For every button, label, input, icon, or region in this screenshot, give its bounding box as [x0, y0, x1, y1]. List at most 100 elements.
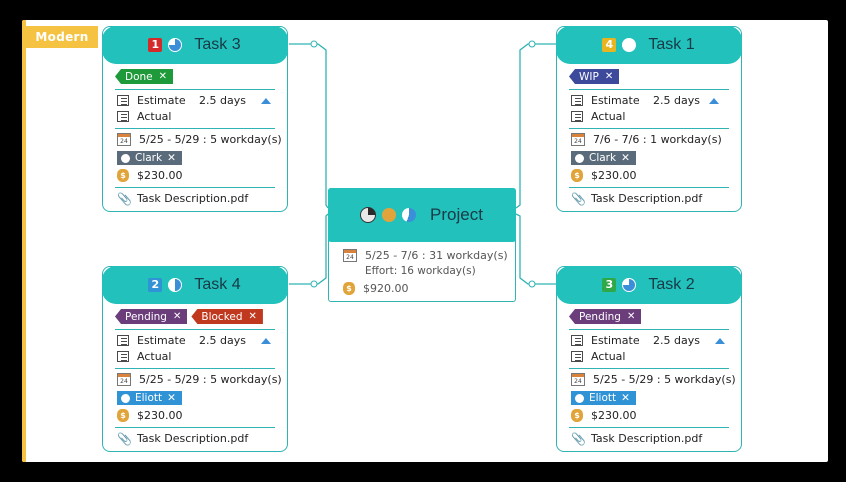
- calendar-icon: 24: [117, 373, 131, 386]
- theme-strip: [22, 20, 26, 462]
- mindmap-canvas[interactable]: Modern 1 Task 3: [22, 20, 828, 462]
- list-icon: [571, 95, 583, 106]
- progress-pie-icon: [402, 207, 417, 222]
- resource-chip[interactable]: Clark ✕: [571, 151, 636, 165]
- money-bag-icon: [382, 207, 397, 222]
- attachment-row[interactable]: 📎 Task Description.pdf: [571, 191, 703, 206]
- triangle-up-icon[interactable]: [709, 98, 719, 104]
- money-bag-icon: $: [117, 169, 129, 182]
- attachment-row[interactable]: 📎 Task Description.pdf: [117, 191, 249, 206]
- close-icon[interactable]: ✕: [604, 71, 614, 82]
- task-header[interactable]: 1 Task 3: [101, 25, 288, 64]
- divider: [115, 128, 275, 129]
- tag-pending[interactable]: Pending ✕: [115, 309, 188, 324]
- task-header[interactable]: 4 Task 1: [555, 25, 742, 64]
- connector-node-task2: [528, 280, 536, 288]
- paperclip-icon: 📎: [571, 191, 586, 206]
- connector-task4: [289, 213, 329, 285]
- task-title: Task 2: [648, 275, 695, 293]
- close-icon[interactable]: ✕: [248, 311, 257, 322]
- calendar-icon: 24: [571, 373, 585, 386]
- tag-blocked[interactable]: Blocked ✕: [191, 309, 263, 324]
- actual-row: Actual: [117, 110, 171, 123]
- project-header[interactable]: Project: [327, 187, 516, 242]
- date-row: 24 5/25 - 5/29 : 5 workday(s): [117, 373, 282, 386]
- divider: [115, 329, 275, 330]
- estimate-row: Estimate 2.5 days: [117, 94, 246, 107]
- project-date-row: 24 5/25 - 7/6 : 31 workday(s): [343, 249, 508, 262]
- list-icon: [117, 351, 129, 362]
- connector-lines: [289, 40, 556, 288]
- divider: [115, 187, 275, 188]
- progress-pie-icon: [168, 277, 183, 292]
- actual-row: Actual: [571, 350, 625, 363]
- project-title: Project: [430, 204, 483, 224]
- triangle-up-icon[interactable]: [715, 338, 725, 344]
- money-bag-icon: $: [571, 409, 583, 422]
- list-icon: [571, 351, 583, 362]
- tag-list: Pending ✕ Blocked ✕: [115, 309, 263, 324]
- attachment-row[interactable]: 📎 Task Description.pdf: [117, 431, 249, 446]
- task-header[interactable]: 3 Task 2: [555, 265, 742, 304]
- resource-row: Eliott ✕: [571, 391, 636, 405]
- tag-list: Pending ✕: [569, 309, 642, 324]
- divider: [115, 89, 275, 90]
- divider: [569, 329, 729, 330]
- resource-chip[interactable]: Clark ✕: [117, 151, 182, 165]
- resource-chip[interactable]: Eliott ✕: [571, 391, 636, 405]
- progress-pie-icon: [622, 277, 637, 292]
- divider: [569, 89, 729, 90]
- divider: [115, 368, 275, 369]
- close-icon[interactable]: ✕: [626, 311, 636, 322]
- person-icon: [121, 153, 130, 163]
- tag-done[interactable]: Done ✕: [115, 69, 174, 84]
- task-node-task1[interactable]: 4 Task 1 WIP ✕ Estimate 2.5 days A: [555, 25, 742, 212]
- money-bag-icon: $: [343, 282, 355, 295]
- estimate-row: Estimate 2.5 days: [117, 334, 246, 347]
- list-icon: [117, 95, 129, 106]
- priority-badge: 3: [602, 277, 617, 292]
- task-node-task4[interactable]: 2 Task 4 Pending ✕ Blocked ✕ Estimate: [101, 265, 288, 452]
- resource-row: Clark ✕: [571, 151, 636, 165]
- divider: [569, 128, 729, 129]
- project-cost-row: $ $920.00: [343, 282, 409, 295]
- list-icon: [117, 335, 129, 346]
- cost-row: $ $230.00: [571, 169, 637, 182]
- task-node-task3[interactable]: 1 Task 3 Done ✕ Estimate 2.5 days: [101, 25, 288, 212]
- clock-icon: [360, 206, 377, 223]
- tag-list: WIP ✕: [569, 69, 620, 84]
- triangle-up-icon[interactable]: [261, 98, 271, 104]
- priority-badge: 2: [148, 277, 163, 292]
- theme-badge[interactable]: Modern: [26, 26, 98, 48]
- task-header[interactable]: 2 Task 4: [101, 265, 288, 304]
- close-icon[interactable]: ✕: [158, 71, 168, 82]
- connector-node-task1: [528, 40, 536, 48]
- connector-task3: [289, 43, 329, 209]
- triangle-up-icon[interactable]: [261, 338, 271, 344]
- close-icon[interactable]: ✕: [167, 152, 176, 164]
- resource-row: Clark ✕: [117, 151, 182, 165]
- priority-badge: 4: [602, 37, 617, 52]
- paperclip-icon: 📎: [571, 431, 586, 446]
- attachment-row[interactable]: 📎 Task Description.pdf: [571, 431, 703, 446]
- calendar-icon: 24: [117, 133, 131, 146]
- money-bag-icon: $: [117, 409, 129, 422]
- task-node-task2[interactable]: 3 Task 2 Pending ✕ Estimate 2.5 days: [555, 265, 742, 452]
- list-icon: [571, 111, 583, 122]
- close-icon[interactable]: ✕: [621, 152, 630, 164]
- actual-row: Actual: [571, 110, 625, 123]
- actual-row: Actual: [117, 350, 171, 363]
- task-title: Task 3: [194, 35, 241, 53]
- close-icon[interactable]: ✕: [167, 392, 176, 404]
- date-row: 24 7/6 - 7/6 : 1 workday(s): [571, 133, 722, 146]
- estimate-row: Estimate 2.5 days: [571, 334, 700, 347]
- resource-chip[interactable]: Eliott ✕: [117, 391, 182, 405]
- close-icon[interactable]: ✕: [621, 392, 630, 404]
- paperclip-icon: 📎: [117, 431, 132, 446]
- paperclip-icon: 📎: [117, 191, 132, 206]
- tag-pending[interactable]: Pending ✕: [569, 309, 642, 324]
- project-node[interactable]: Project 24 5/25 - 7/6 : 31 workday(s) Ef…: [327, 187, 516, 302]
- close-icon[interactable]: ✕: [172, 311, 182, 322]
- tag-wip[interactable]: WIP ✕: [569, 69, 620, 84]
